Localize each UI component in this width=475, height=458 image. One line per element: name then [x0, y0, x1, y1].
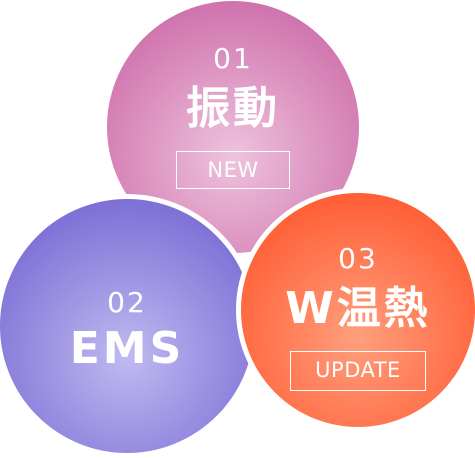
feature-title: W温熱: [285, 283, 431, 334]
feature-number: 03: [338, 242, 378, 275]
feature-circle-ems: 02 EMS: [0, 194, 259, 458]
feature-number: 02: [107, 286, 147, 319]
feature-title: 振動: [186, 83, 280, 134]
feature-number: 01: [213, 42, 253, 75]
feature-circle-warm: 03 W温熱 UPDATE: [236, 188, 475, 432]
new-badge: NEW: [176, 151, 290, 189]
feature-title: EMS: [69, 323, 185, 374]
update-badge: UPDATE: [290, 351, 426, 391]
